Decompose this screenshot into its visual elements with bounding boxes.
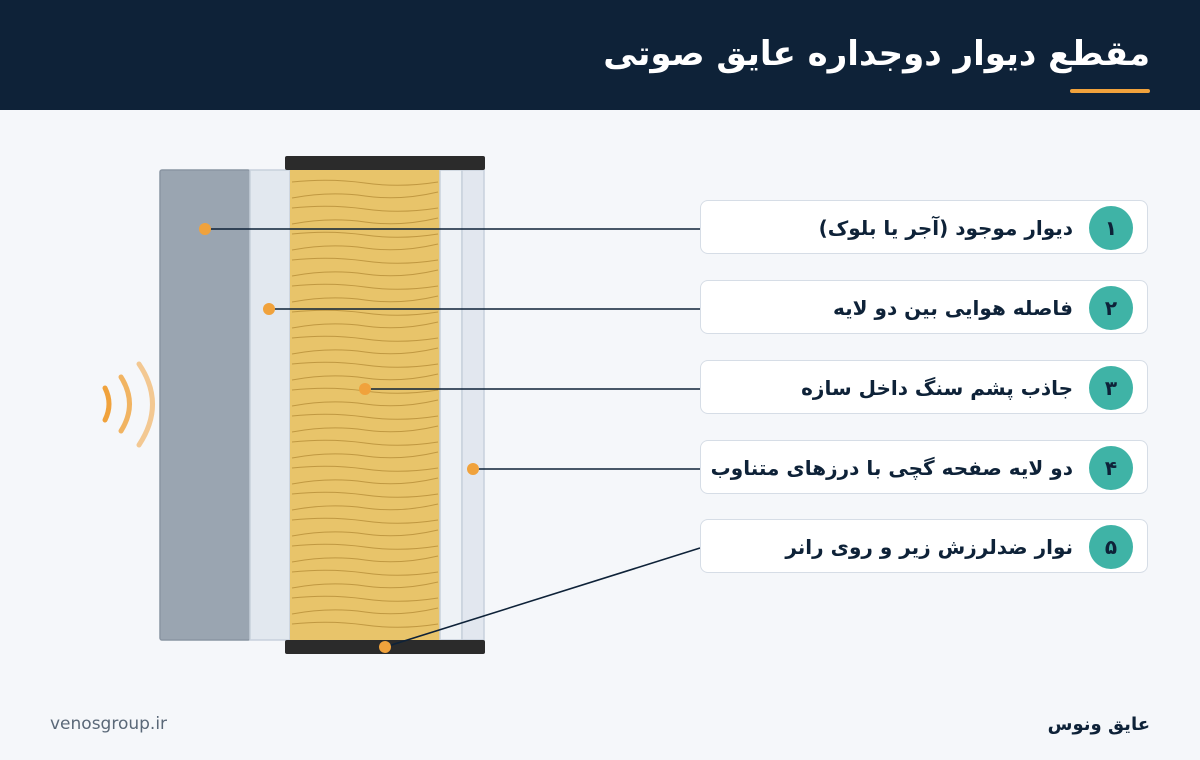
rock-wool-layer xyxy=(290,170,440,640)
wool-fiber-line xyxy=(291,607,439,615)
wool-fiber-line xyxy=(291,205,439,212)
label-text: فاصله هوایی بین دو لایه xyxy=(833,296,1073,320)
number-badge: ۵ xyxy=(1089,525,1133,569)
label-item-1: ۱ دیوار موجود (آجر یا بلوک) xyxy=(700,200,1148,254)
wool-fiber-line xyxy=(291,595,439,602)
label-text: جاذب پشم سنگ داخل سازه xyxy=(801,376,1073,400)
wool-fiber-line xyxy=(291,347,439,355)
wool-fiber-line xyxy=(291,295,439,303)
header-bar: مقطع دیوار دوجداره عایق صوتی xyxy=(0,0,1200,110)
wool-fiber-line xyxy=(291,517,439,524)
label-item-2: ۲ فاصله هوایی بین دو لایه xyxy=(700,280,1148,334)
wool-fiber-line xyxy=(291,217,439,225)
wool-fiber-line xyxy=(291,413,439,420)
existing-wall-layer xyxy=(159,169,251,641)
wool-fiber-line xyxy=(291,257,439,264)
wool-fiber-line xyxy=(291,335,439,342)
number-badge: ۴ xyxy=(1089,446,1133,490)
label-item-4: ۴ دو لایه صفحه گچی با درزهای متناوب xyxy=(700,440,1148,494)
wool-fiber-line xyxy=(291,321,439,329)
wool-fiber-line xyxy=(291,465,439,472)
wool-fiber-line xyxy=(291,569,439,576)
rock-wool-texture xyxy=(291,179,439,628)
label-text: دو لایه صفحه گچی با درزهای متناوب xyxy=(710,456,1073,480)
marker-dot-3 xyxy=(359,383,371,395)
number-badge: ۳ xyxy=(1089,366,1133,410)
wool-fiber-line xyxy=(291,373,439,381)
wool-fiber-line xyxy=(291,451,439,459)
wool-fiber-line xyxy=(291,399,439,407)
air-gap-layer xyxy=(249,169,291,641)
wool-fiber-line xyxy=(291,309,439,316)
leader-line-5 xyxy=(384,547,701,648)
sound-waves-icon xyxy=(102,361,155,448)
wool-fiber-line xyxy=(291,503,439,511)
wool-fiber-line xyxy=(291,231,439,238)
wool-fiber-line xyxy=(291,555,439,563)
label-text: نوار ضدلرزش زیر و روی رانر xyxy=(785,535,1073,559)
wool-fiber-line xyxy=(291,361,439,368)
wool-fiber-line xyxy=(291,283,439,290)
brand-name: عایق ونوس xyxy=(1047,714,1150,735)
wool-fiber-line xyxy=(291,425,439,433)
label-item-5: ۵ نوار ضدلرزش زیر و روی رانر xyxy=(700,519,1148,573)
title-underline xyxy=(1070,89,1150,93)
wool-fiber-line xyxy=(291,269,439,277)
marker-dot-2 xyxy=(263,303,275,315)
label-text: دیوار موجود (آجر یا بلوک) xyxy=(818,216,1073,240)
number-badge: ۲ xyxy=(1089,286,1133,330)
gypsum-board-outer xyxy=(461,169,485,641)
website-link[interactable]: venosgroup.ir xyxy=(50,714,168,734)
wool-fiber-line xyxy=(291,179,439,186)
marker-dot-5 xyxy=(379,641,391,653)
marker-dot-1 xyxy=(199,223,211,235)
gypsum-board-inner xyxy=(439,169,463,641)
wool-fiber-line xyxy=(291,243,439,251)
label-item-3: ۳ جاذب پشم سنگ داخل سازه xyxy=(700,360,1148,414)
wool-fiber-line xyxy=(291,191,439,199)
wool-fiber-line xyxy=(291,581,439,589)
wool-fiber-line xyxy=(291,491,439,498)
top-runner xyxy=(285,156,485,170)
wool-fiber-line xyxy=(291,621,439,628)
wool-fiber-line xyxy=(291,529,439,537)
wool-fiber-line xyxy=(291,439,439,446)
wool-fiber-line xyxy=(291,543,439,550)
wool-fiber-line xyxy=(291,477,439,485)
number-badge: ۱ xyxy=(1089,206,1133,250)
marker-dot-4 xyxy=(467,463,479,475)
page-title: مقطع دیوار دوجداره عایق صوتی xyxy=(603,34,1150,74)
